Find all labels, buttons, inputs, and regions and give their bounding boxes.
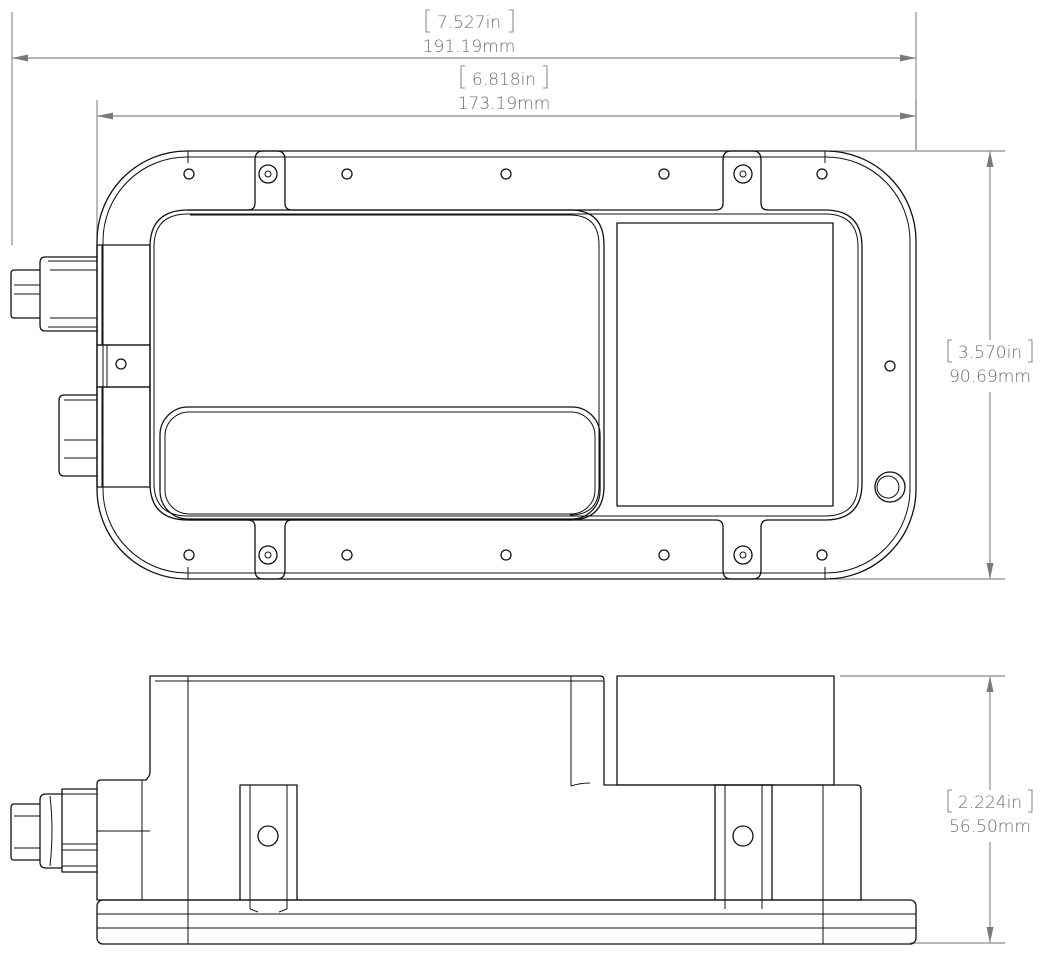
housing-body xyxy=(96,675,862,901)
overall-width-inch: 7.527in xyxy=(437,13,501,33)
mounting-holes xyxy=(115,168,896,561)
screw-bosses xyxy=(258,164,753,565)
cable-gland-upper xyxy=(10,256,97,332)
display-window xyxy=(616,222,834,507)
body-depth-mm: 90.69mm xyxy=(949,367,1031,387)
mounting-slot-left xyxy=(239,784,298,913)
dimension-height: 2.224in 56.50mm xyxy=(840,675,1033,944)
connector-blocks xyxy=(96,244,151,488)
height-inch: 2.224in xyxy=(958,793,1022,813)
dimension-body-width: 6.818in 173.19mm xyxy=(96,65,917,240)
cable-gland-side xyxy=(10,788,97,873)
body-width-mm: 173.19mm xyxy=(458,94,551,114)
body-width-inch: 6.818in xyxy=(472,70,536,90)
overall-width-mm: 191.19mm xyxy=(423,37,516,57)
base-plate xyxy=(96,899,917,945)
dimension-overall-width: 7.527in 191.19mm xyxy=(11,9,917,245)
top-view xyxy=(10,150,917,580)
housing-rim xyxy=(149,150,863,580)
cable-gland-lower xyxy=(58,394,97,477)
vent-plug xyxy=(874,471,906,503)
height-mm: 56.50mm xyxy=(949,817,1031,837)
main-cavity xyxy=(188,209,605,521)
display-box xyxy=(616,675,835,786)
body-depth-inch: 3.570in xyxy=(958,343,1022,363)
front-view xyxy=(10,675,917,945)
lower-pocket xyxy=(159,406,601,520)
dimension-body-depth: 3.570in 90.69mm xyxy=(830,150,1033,580)
mounting-slot-right xyxy=(714,784,773,909)
